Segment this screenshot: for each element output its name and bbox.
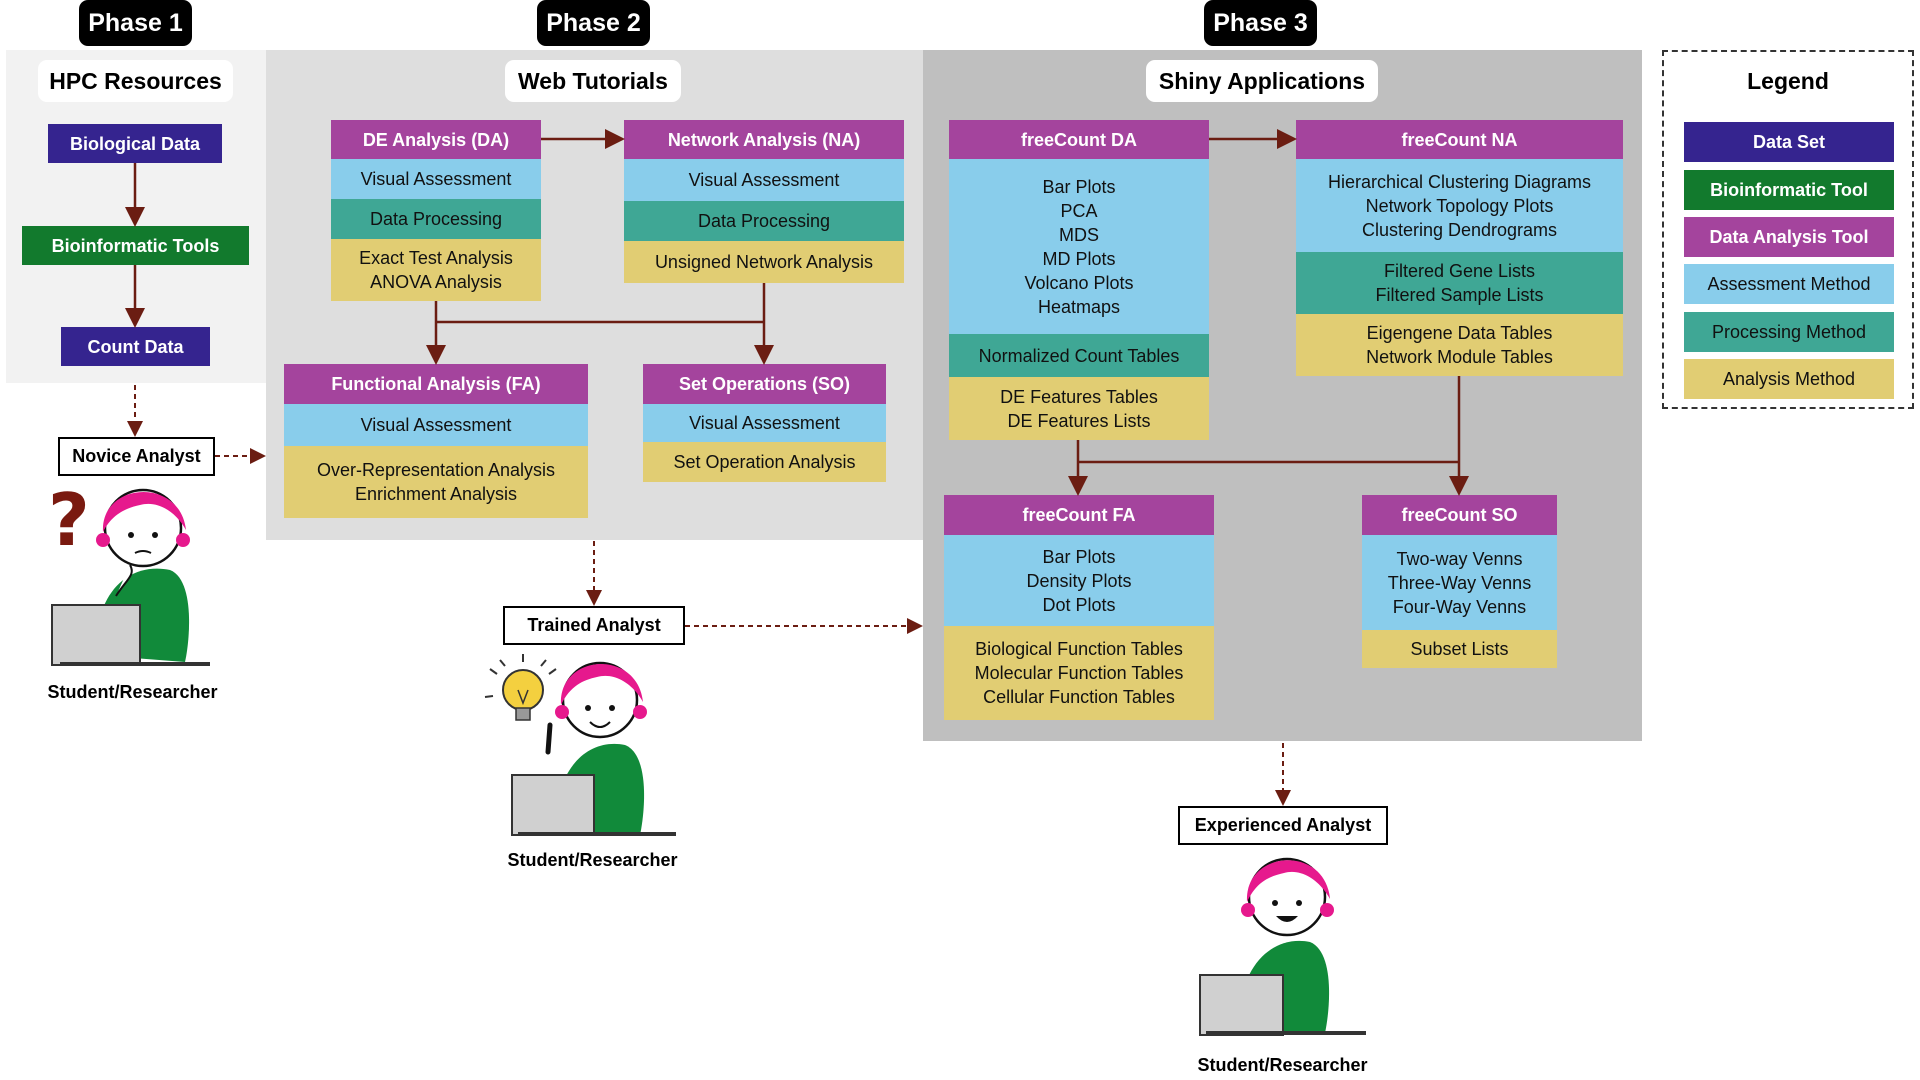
network-analysis-processing: Data Processing	[624, 201, 904, 241]
freecount-da-assessment-2: PCA	[1060, 200, 1098, 221]
freecount-da-methods: DE Features Tables DE Features Lists	[949, 377, 1209, 440]
web-tutorials-title: Web Tutorials	[505, 60, 681, 102]
experienced-caption: Student/Researcher	[1197, 1055, 1368, 1075]
biological-data-box: Biological Data	[48, 124, 222, 163]
freecount-fa-methods: Biological Function Tables Molecular Fun…	[944, 626, 1214, 720]
freecount-na-title: freeCount NA	[1296, 120, 1623, 159]
functional-analysis-assessment: Visual Assessment	[284, 404, 588, 446]
freecount-na-method-1: Eigengene Data Tables	[1366, 323, 1553, 343]
freecount-da-method-2: DE Features Lists	[1007, 410, 1151, 431]
network-analysis-assessment: Visual Assessment	[624, 159, 904, 201]
freecount-da-assessment-1: Bar Plots	[1042, 176, 1116, 197]
legend-bioinformatic-tool: Bioinformatic Tool	[1684, 170, 1894, 210]
shiny-applications-title: Shiny Applications	[1146, 60, 1378, 102]
experienced-analyst-box: Experienced Analyst	[1178, 806, 1388, 845]
set-operations-title: Set Operations (SO)	[643, 364, 886, 404]
freecount-da-assessments: Bar Plots PCA MDS MD Plots Volcano Plots…	[949, 159, 1209, 334]
freecount-so-title: freeCount SO	[1362, 495, 1557, 535]
novice-analyst-box: Novice Analyst	[58, 437, 215, 476]
legend-data-analysis-tool: Data Analysis Tool	[1684, 217, 1894, 257]
set-operations-assessment: Visual Assessment	[643, 404, 886, 442]
phase-1-tag: Phase 1	[79, 0, 192, 46]
freecount-na-methods: Eigengene Data Tables Network Module Tab…	[1296, 314, 1623, 376]
freecount-na-processing-1: Filtered Gene Lists	[1383, 261, 1536, 281]
legend-title: Legend	[1735, 60, 1841, 102]
freecount-fa-method-1: Biological Function Tables	[975, 639, 1183, 659]
freecount-fa-assessments: Bar Plots Density Plots Dot Plots	[944, 535, 1214, 626]
trained-analyst-box: Trained Analyst	[503, 606, 685, 645]
functional-analysis-method-2: Enrichment Analysis	[354, 484, 518, 504]
legend-processing-method: Processing Method	[1684, 312, 1894, 352]
freecount-na-assessment-3: Clustering Dendrograms	[1361, 219, 1558, 240]
de-analysis-assessment: Visual Assessment	[331, 159, 541, 199]
de-analysis-method-2: ANOVA Analysis	[370, 272, 502, 292]
phase-2-tag: Phase 2	[537, 0, 650, 46]
freecount-fa-method-3: Cellular Function Tables	[983, 687, 1175, 707]
novice-caption: Student/Researcher	[47, 682, 218, 702]
freecount-da-assessment-5: Volcano Plots	[1024, 272, 1134, 293]
de-analysis-processing: Data Processing	[331, 199, 541, 239]
freecount-da-assessment-3: MDS	[1059, 224, 1099, 245]
freecount-da-processing: Normalized Count Tables	[949, 334, 1209, 377]
network-analysis-title: Network Analysis (NA)	[624, 120, 904, 159]
hpc-resources-title: HPC Resources	[38, 60, 233, 102]
svg-text:?: ?	[48, 478, 90, 562]
freecount-na-processing: Filtered Gene Lists Filtered Sample List…	[1296, 252, 1623, 314]
bioinformatic-tools-box: Bioinformatic Tools	[22, 226, 249, 265]
functional-analysis-method-1: Over-Representation Analysis	[316, 460, 556, 480]
freecount-so-method: Subset Lists	[1362, 630, 1557, 668]
trained-person-figure	[484, 654, 676, 836]
freecount-so-assessment-2: Three-Way Venns	[1387, 572, 1532, 593]
de-analysis-method-1: Exact Test Analysis	[359, 248, 513, 268]
set-operations-method: Set Operation Analysis	[643, 442, 886, 482]
freecount-da-method-1: DE Features Tables	[1000, 386, 1158, 407]
legend-panel	[1662, 50, 1914, 409]
phase-3-tag: Phase 3	[1204, 0, 1317, 46]
freecount-so-assessment-3: Four-Way Venns	[1392, 596, 1527, 617]
freecount-na-assessment-1: Hierarchical Clustering Diagrams	[1327, 171, 1592, 192]
de-analysis-title: DE Analysis (DA)	[331, 120, 541, 159]
freecount-na-assessments: Hierarchical Clustering Diagrams Network…	[1296, 159, 1623, 252]
freecount-fa-assessment-3: Dot Plots	[1042, 594, 1116, 615]
freecount-da-title: freeCount DA	[949, 120, 1209, 159]
count-data-box: Count Data	[61, 327, 210, 366]
freecount-da-assessment-6: Heatmaps	[1037, 296, 1121, 317]
legend-data-set: Data Set	[1684, 122, 1894, 162]
legend-assessment-method: Assessment Method	[1684, 264, 1894, 304]
network-analysis-method: Unsigned Network Analysis	[624, 241, 904, 283]
freecount-fa-title: freeCount FA	[944, 495, 1214, 535]
freecount-na-processing-2: Filtered Sample Lists	[1375, 285, 1544, 305]
freecount-fa-assessment-1: Bar Plots	[1042, 546, 1116, 567]
trained-caption: Student/Researcher	[507, 850, 678, 870]
freecount-na-assessment-2: Network Topology Plots	[1365, 195, 1554, 216]
freecount-na-method-2: Network Module Tables	[1366, 347, 1553, 367]
novice-person-figure: ?	[48, 478, 210, 666]
legend-analysis-method: Analysis Method	[1684, 359, 1894, 399]
de-analysis-methods: Exact Test Analysis ANOVA Analysis	[331, 239, 541, 301]
functional-analysis-title: Functional Analysis (FA)	[284, 364, 588, 404]
functional-analysis-methods: Over-Representation Analysis Enrichment …	[284, 446, 588, 518]
freecount-fa-assessment-2: Density Plots	[1026, 570, 1132, 591]
freecount-so-assessments: Two-way Venns Three-Way Venns Four-Way V…	[1362, 535, 1557, 630]
freecount-da-assessment-4: MD Plots	[1042, 248, 1116, 269]
freecount-fa-method-2: Molecular Function Tables	[974, 663, 1184, 683]
experienced-person-figure	[1199, 857, 1366, 1036]
freecount-so-assessment-1: Two-way Venns	[1396, 548, 1523, 569]
